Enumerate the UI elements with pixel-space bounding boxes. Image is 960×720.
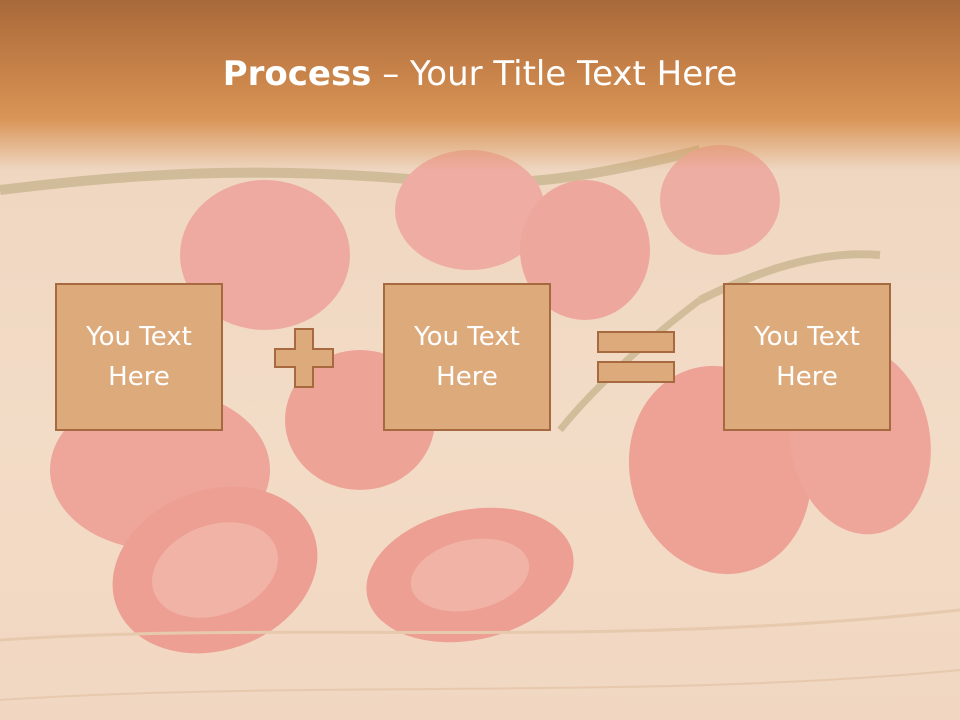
slide-title: Process – Your Title Text Here xyxy=(0,52,960,96)
box-3-line-1: You Text xyxy=(754,322,860,352)
process-box-2: You Text Here xyxy=(383,283,551,431)
title-band xyxy=(0,0,960,170)
box-1-line-2: Here xyxy=(108,362,170,392)
box-1-line-1: You Text xyxy=(86,322,192,352)
process-box-3: You Text Here xyxy=(723,283,891,431)
box-2-line-2: Here xyxy=(436,362,498,392)
plus-icon xyxy=(274,328,334,388)
process-box-1: You Text Here xyxy=(55,283,223,431)
equals-icon xyxy=(597,331,675,383)
title-rest: – Your Title Text Here xyxy=(371,54,738,94)
box-2-line-1: You Text xyxy=(414,322,520,352)
box-3-line-2: Here xyxy=(776,362,838,392)
title-bold: Process xyxy=(222,54,372,94)
